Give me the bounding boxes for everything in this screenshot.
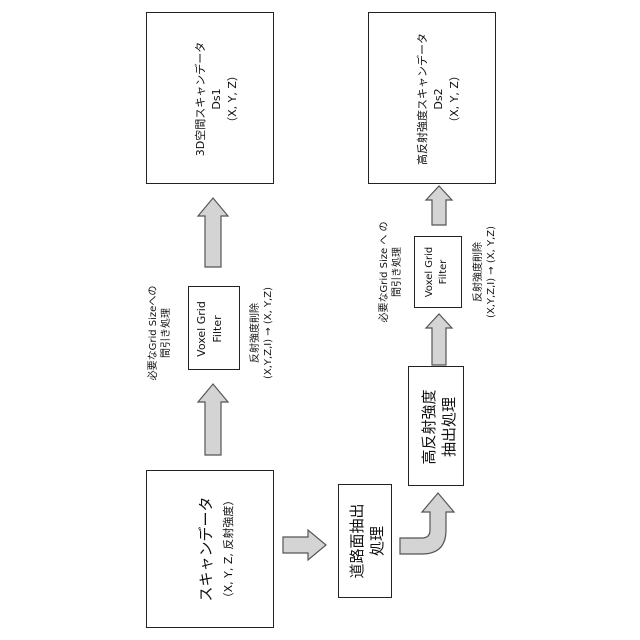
- voxel-filter-right-line1: Voxel Grid: [423, 236, 436, 308]
- arrow-up-left-upper: [196, 196, 230, 268]
- scan-data-title: スキャンデータ: [196, 485, 216, 613]
- voxel-filter-right-line2: Filter: [437, 236, 450, 308]
- ds1-output-box: 3D空間スキャンデータ Ds1 （X, Y, Z）: [146, 12, 274, 184]
- filter-right-note-top-line2: 間引き処理: [391, 202, 404, 342]
- filter-right-note-top-line1: 必要なGrid Size へ の: [378, 202, 391, 342]
- road-extraction-line1: 道路面抽出: [347, 486, 367, 596]
- filter-left-note-bottom: 反射強度削除 (X,Y,Z,I) → (X, Y,Z): [249, 263, 279, 403]
- ds2-title: 高反射強度スキャンデータ: [415, 19, 430, 179]
- ds2-label: Ds2: [431, 19, 446, 179]
- filter-left-note-top-line1: 必要なGrid Sizeへの: [147, 263, 160, 403]
- road-extraction-line2: 処理: [367, 486, 387, 596]
- arrow-up-right-lower: [424, 312, 454, 366]
- voxel-filter-left-line2: Filter: [210, 287, 225, 371]
- ds2-coords: （X, Y, Z）: [447, 19, 462, 179]
- voxel-filter-box-right: Voxel Grid Filter: [414, 236, 462, 308]
- road-extraction-box: 道路面抽出 処理: [338, 484, 392, 598]
- ds1-title: 3D空間スキャンデータ: [193, 19, 208, 179]
- arrow-scan-to-road: [282, 528, 328, 562]
- arrow-up-left-lower: [196, 382, 230, 456]
- filter-left-note-bottom-line2: (X,Y,Z,I) → (X, Y,Z): [262, 263, 275, 403]
- filter-right-note-bottom-line1: 反射強度削除: [472, 202, 485, 342]
- high-reflectance-extraction-box: 高反射強度 抽出処理: [408, 366, 464, 486]
- scan-data-subtitle: （X, Y, Z, 反射強度）: [221, 485, 236, 613]
- filter-right-note-top: 必要なGrid Size へ の 間引き処理: [378, 202, 406, 342]
- high-reflectance-line1: 高反射強度: [419, 371, 439, 483]
- filter-right-note-bottom-line2: (X,Y,Z,I) → (X, Y,Z): [485, 202, 498, 342]
- filter-left-note-top: 必要なGrid Sizeへの 間引き処理: [147, 263, 177, 403]
- filter-right-note-bottom: 反射強度削除 (X,Y,Z,I) → (X, Y,Z): [472, 202, 500, 342]
- ds2-output-box: 高反射強度スキャンデータ Ds2 （X, Y, Z）: [368, 12, 496, 184]
- scan-data-box: スキャンデータ （X, Y, Z, 反射強度）: [146, 470, 274, 628]
- voxel-filter-box-left: Voxel Grid Filter: [188, 286, 240, 370]
- filter-left-note-top-line2: 間引き処理: [160, 263, 173, 403]
- ds1-coords: （X, Y, Z）: [225, 19, 240, 179]
- ds1-label: Ds1: [209, 19, 224, 179]
- arrow-up-right-upper: [424, 184, 454, 226]
- filter-left-note-bottom-line1: 反射強度削除: [249, 263, 262, 403]
- voxel-filter-left-line1: Voxel Grid: [194, 287, 209, 371]
- high-reflectance-line2: 抽出処理: [439, 371, 459, 483]
- arrow-curved-road-to-high: [398, 490, 460, 556]
